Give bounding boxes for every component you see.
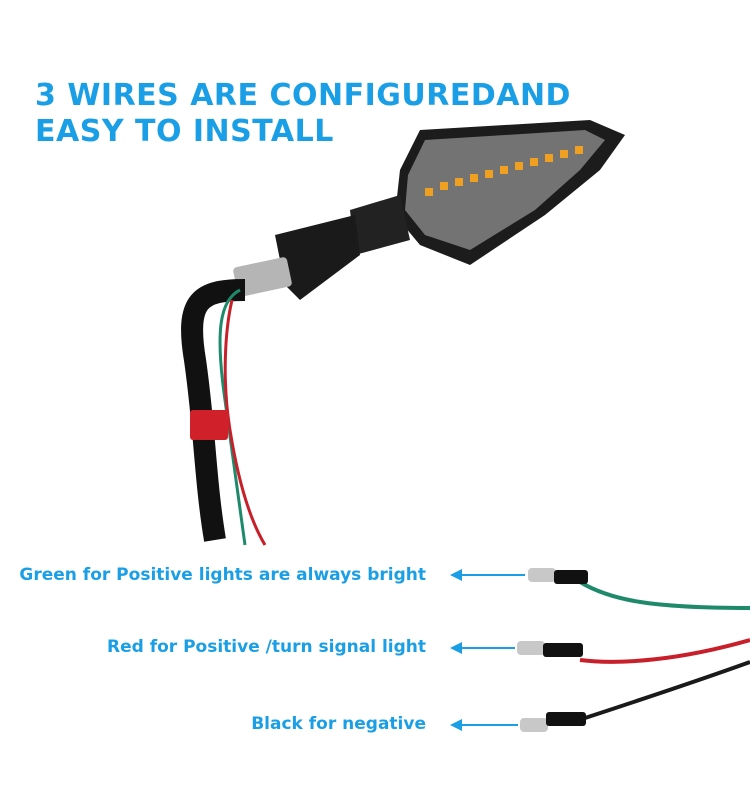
headline-line-1: 3 WIRES ARE CONFIGUREDAND <box>35 78 571 113</box>
red-wire <box>579 638 750 664</box>
green-connector <box>528 568 556 582</box>
black-wire <box>584 660 750 720</box>
green-wire <box>578 580 750 610</box>
red-connector <box>517 641 545 655</box>
headline-line-2: EASY TO INSTALL <box>35 114 334 149</box>
lamp-housing <box>233 120 625 300</box>
cable-bundle <box>181 279 267 546</box>
black-connector <box>520 718 548 732</box>
red-wire-label: Red for Positive /turn signal light <box>107 637 426 657</box>
green-wire-label: Green for Positive lights are always bri… <box>19 565 426 585</box>
black-wire-label: Black for negative <box>251 714 426 734</box>
led-strip <box>425 146 583 196</box>
